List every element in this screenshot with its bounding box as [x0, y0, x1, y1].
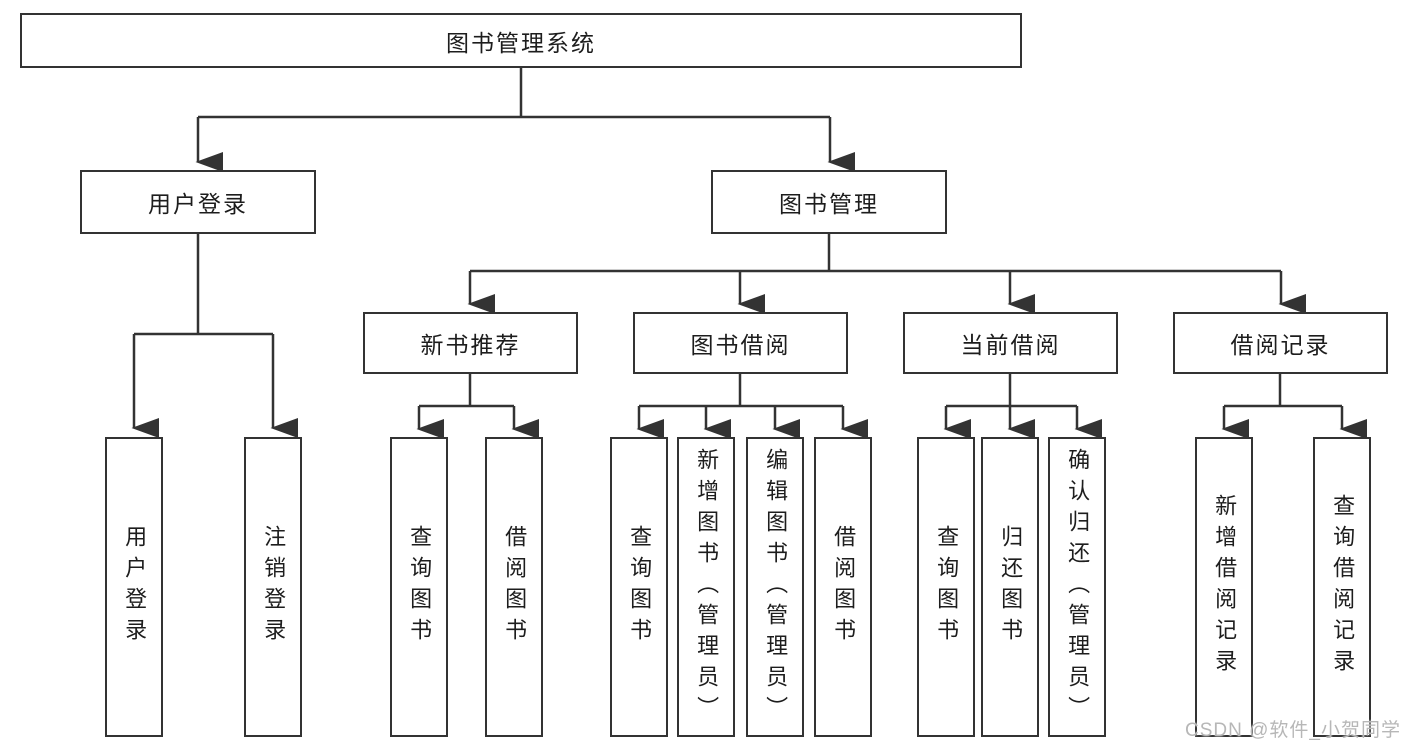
leaf-query-books-current: 查询图书 — [917, 437, 975, 737]
node-label: 归还图书 — [998, 525, 1024, 649]
connector-book-management — [467, 234, 1306, 314]
node-label: 查询图书 — [934, 525, 960, 649]
node-label: 当前借阅 — [960, 332, 1061, 358]
node-label: 查询图书 — [407, 525, 433, 649]
leaf-add-books-admin: 新增图书（管理员） — [677, 437, 735, 737]
node-label: 编辑图书（管理员） — [763, 447, 789, 727]
connector-current-borrow — [943, 374, 1102, 439]
node-label: 确认归还（管理员） — [1065, 447, 1091, 727]
node-label: 图书管理系统 — [446, 29, 596, 56]
node-label: 新书推荐 — [420, 332, 521, 358]
node-borrow-records: 借阅记录 — [1173, 312, 1388, 374]
node-label: 注销登录 — [261, 525, 287, 649]
connector-root — [195, 68, 855, 172]
leaf-query-books-recommend: 查询图书 — [390, 437, 448, 737]
node-label: 图书管理 — [779, 191, 879, 217]
node-label: 新增图书（管理员） — [694, 447, 720, 727]
leaf-user-login: 用户登录 — [105, 437, 163, 737]
node-label: 用户登录 — [122, 525, 148, 649]
node-new-book-recommend: 新书推荐 — [363, 312, 578, 374]
node-label: 借阅记录 — [1230, 332, 1331, 358]
node-book-management: 图书管理 — [711, 170, 947, 234]
node-root: 图书管理系统 — [20, 13, 1022, 68]
leaf-logout: 注销登录 — [244, 437, 302, 737]
leaf-confirm-return-admin: 确认归还（管理员） — [1048, 437, 1106, 737]
node-label: 借阅图书 — [831, 525, 857, 649]
connector-book-borrow — [636, 374, 868, 439]
leaf-query-borrow-record: 查询借阅记录 — [1313, 437, 1371, 737]
csdn-watermark: CSDN @软件_小贺同学 — [1185, 720, 1401, 741]
leaf-edit-books-admin: 编辑图书（管理员） — [746, 437, 804, 737]
node-label: 新增借阅记录 — [1212, 494, 1238, 680]
leaf-borrow-books-recommend: 借阅图书 — [485, 437, 543, 737]
node-label: 查询借阅记录 — [1330, 494, 1356, 680]
node-current-borrow: 当前借阅 — [903, 312, 1118, 374]
leaf-query-books-borrow: 查询图书 — [610, 437, 668, 737]
node-label: 图书借阅 — [690, 332, 791, 358]
leaf-return-books: 归还图书 — [981, 437, 1039, 737]
connector-new-book — [416, 374, 539, 439]
node-user-login: 用户登录 — [80, 170, 316, 234]
node-label: 用户登录 — [148, 191, 248, 217]
leaf-add-borrow-record: 新增借阅记录 — [1195, 437, 1253, 737]
node-book-borrow: 图书借阅 — [633, 312, 848, 374]
connector-user-login — [131, 234, 298, 438]
node-label: 借阅图书 — [502, 525, 528, 649]
leaf-borrow-books: 借阅图书 — [814, 437, 872, 737]
node-label: 查询图书 — [627, 525, 653, 649]
connector-borrow-records — [1221, 374, 1367, 439]
